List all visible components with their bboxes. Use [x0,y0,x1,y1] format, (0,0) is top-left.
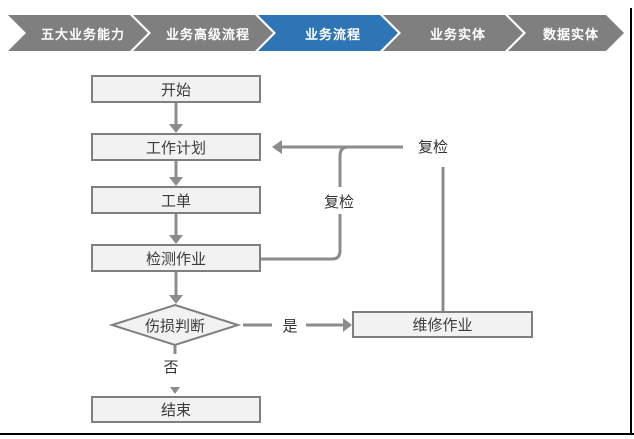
edge-label-no: 否 [160,355,182,377]
node-label: 开始 [160,81,191,99]
node-label: 伤损判断 [144,317,205,335]
node-label: 工作计划 [145,139,206,157]
nav-step-business-process[interactable]: 业务流程 [258,15,398,51]
node-label: 工单 [160,192,191,210]
nav-step-label: 业务流程 [304,26,361,42]
node-end: 结束 [91,396,261,423]
edge-label-recheck-repair: 复检 [411,135,455,157]
nav-step-high-level-process[interactable]: 业务高级流程 [133,15,273,51]
node-work-plan: 工作计划 [91,133,261,161]
node-inspection: 检测作业 [91,244,261,272]
nav-step-data-entity[interactable]: 数据实体 [508,15,624,51]
breadcrumb-nav: 五大业务能力 业务高级流程 业务流程 业务实体 数据实体 [0,0,634,56]
arrowhead-right-icon [343,318,352,332]
edge-label-recheck-inspection: 复检 [317,190,361,212]
node-label: 结束 [160,402,191,419]
arrowhead-down-icon [169,235,183,244]
arrowhead-left-icon [272,140,282,154]
node-repair: 维修作业 [352,311,533,338]
nav-step-label: 业务高级流程 [165,26,250,42]
arrowhead-down-icon [169,295,183,304]
nav-step-five-capabilities[interactable]: 五大业务能力 [8,15,148,51]
nav-step-label: 数据实体 [542,26,599,42]
frame-bottom-border [0,433,634,435]
frame-right-border [630,8,632,435]
nav-step-label: 五大业务能力 [40,26,125,42]
nav-step-label: 业务实体 [429,26,486,42]
node-start: 开始 [91,75,261,103]
edge-label-yes: 是 [279,314,301,336]
decision-diamond [108,303,242,347]
arrowhead-down-icon [169,124,183,133]
arrowhead-down-icon [170,387,180,394]
node-work-order: 工单 [91,186,261,214]
arrowhead-down-icon [169,177,183,186]
node-damage-decision: 伤损判断 [112,311,238,339]
node-label: 检测作业 [145,250,206,268]
nav-step-business-entity[interactable]: 业务实体 [383,15,523,51]
node-label: 维修作业 [412,317,473,334]
